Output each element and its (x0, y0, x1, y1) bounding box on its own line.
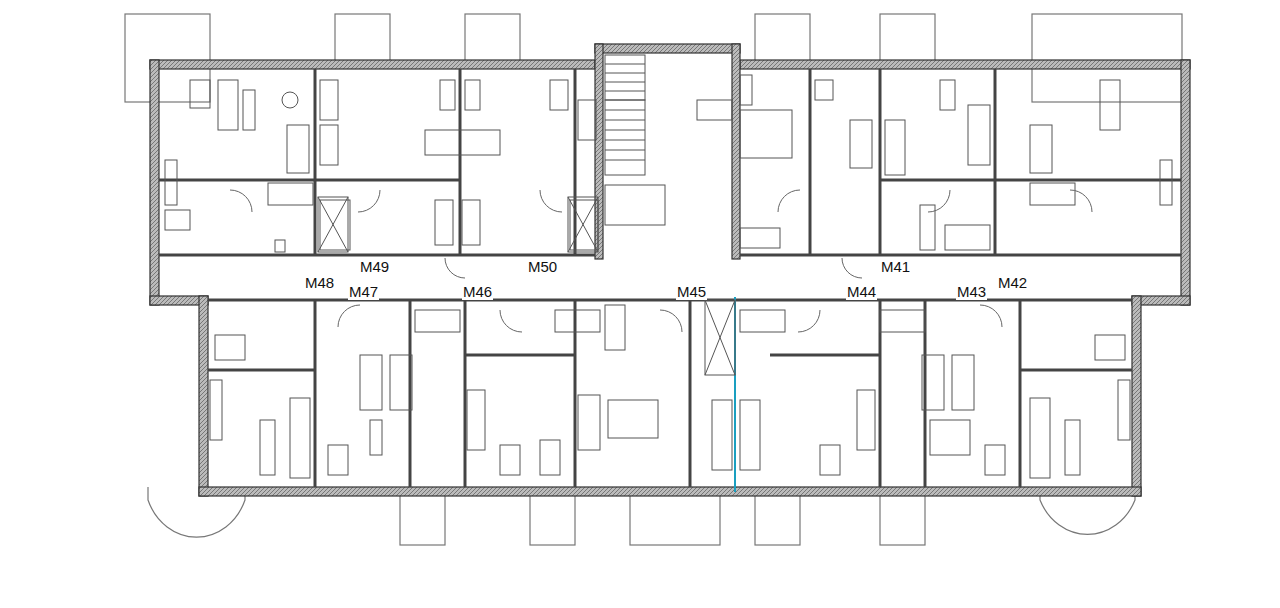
unit-number: M42 (997, 275, 1028, 291)
unit-number: M46 (462, 284, 493, 300)
unit-number: M48 (304, 275, 335, 291)
unit-number: M50 (527, 259, 558, 275)
unit-number: M47 (348, 284, 379, 300)
unit-number: M41 (880, 259, 911, 275)
unit-number: M43 (956, 284, 987, 300)
unit-number: M45 (676, 284, 707, 300)
unit-number: M49 (359, 259, 390, 275)
unit-number: M44 (846, 284, 877, 300)
